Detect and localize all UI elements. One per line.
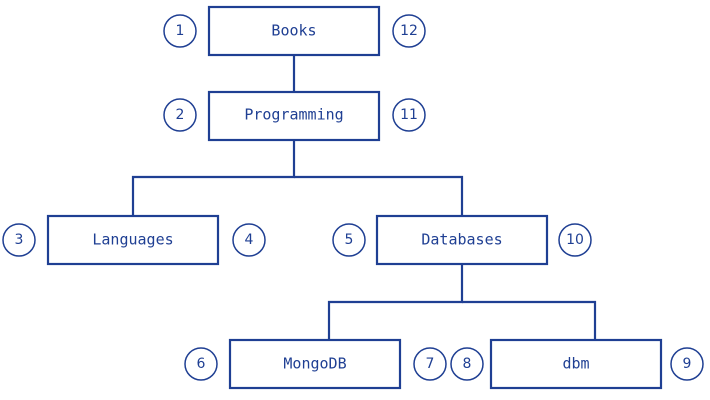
node-programming-label: Programming <box>244 106 343 124</box>
node-programming-box <box>207 90 381 142</box>
node-books-right-number: 12 <box>400 23 418 39</box>
node-languages-box <box>46 214 220 266</box>
node-dbm-right-badge <box>670 347 704 381</box>
node-mongodb-right-number: 7 <box>426 356 435 372</box>
node-languages: Languages 3 4 <box>2 214 266 266</box>
node-programming-left-badge <box>163 98 197 132</box>
node-languages-left-number: 3 <box>15 232 24 248</box>
node-mongodb-left-badge <box>184 347 218 381</box>
edge-databases-mongodb <box>327 264 464 340</box>
edge-databases-dbm <box>462 300 597 340</box>
node-dbm-label: dbm <box>562 355 589 373</box>
node-books: Books 1 12 <box>163 5 426 57</box>
node-books-left-number: 1 <box>176 23 185 39</box>
node-books-label: Books <box>271 22 316 40</box>
node-mongodb-label: MongoDB <box>283 355 346 373</box>
node-databases-right-number: 10 <box>566 232 584 248</box>
node-languages-left-badge <box>2 223 36 257</box>
node-books-right-badge <box>392 14 426 48</box>
node-dbm-left-badge <box>450 347 484 381</box>
node-dbm-box <box>489 338 663 390</box>
node-mongodb-left-number: 6 <box>197 356 206 372</box>
node-languages-label: Languages <box>92 231 173 249</box>
node-programming: Programming 2 11 <box>163 90 426 142</box>
node-databases-left-number: 5 <box>345 232 354 248</box>
edge-programming-languages <box>131 140 296 216</box>
node-books-box <box>207 5 381 57</box>
node-books-left-badge <box>163 14 197 48</box>
edge-programming-databases <box>294 175 464 216</box>
node-mongodb: MongoDB 6 7 <box>184 338 447 390</box>
node-databases-left-badge <box>332 223 366 257</box>
node-dbm-right-number: 9 <box>683 356 692 372</box>
node-dbm-left-number: 8 <box>463 356 472 372</box>
node-mongodb-box <box>228 338 402 390</box>
node-programming-right-badge <box>392 98 426 132</box>
node-databases: Databases 5 10 <box>332 214 592 266</box>
node-languages-right-number: 4 <box>245 232 254 248</box>
node-databases-label: Databases <box>421 231 502 249</box>
node-programming-left-number: 2 <box>176 107 185 123</box>
node-databases-right-badge <box>558 223 592 257</box>
node-dbm: dbm 8 9 <box>450 338 704 390</box>
node-languages-right-badge <box>232 223 266 257</box>
node-databases-box <box>375 214 549 266</box>
node-programming-right-number: 11 <box>400 107 418 123</box>
node-mongodb-right-badge <box>413 347 447 381</box>
